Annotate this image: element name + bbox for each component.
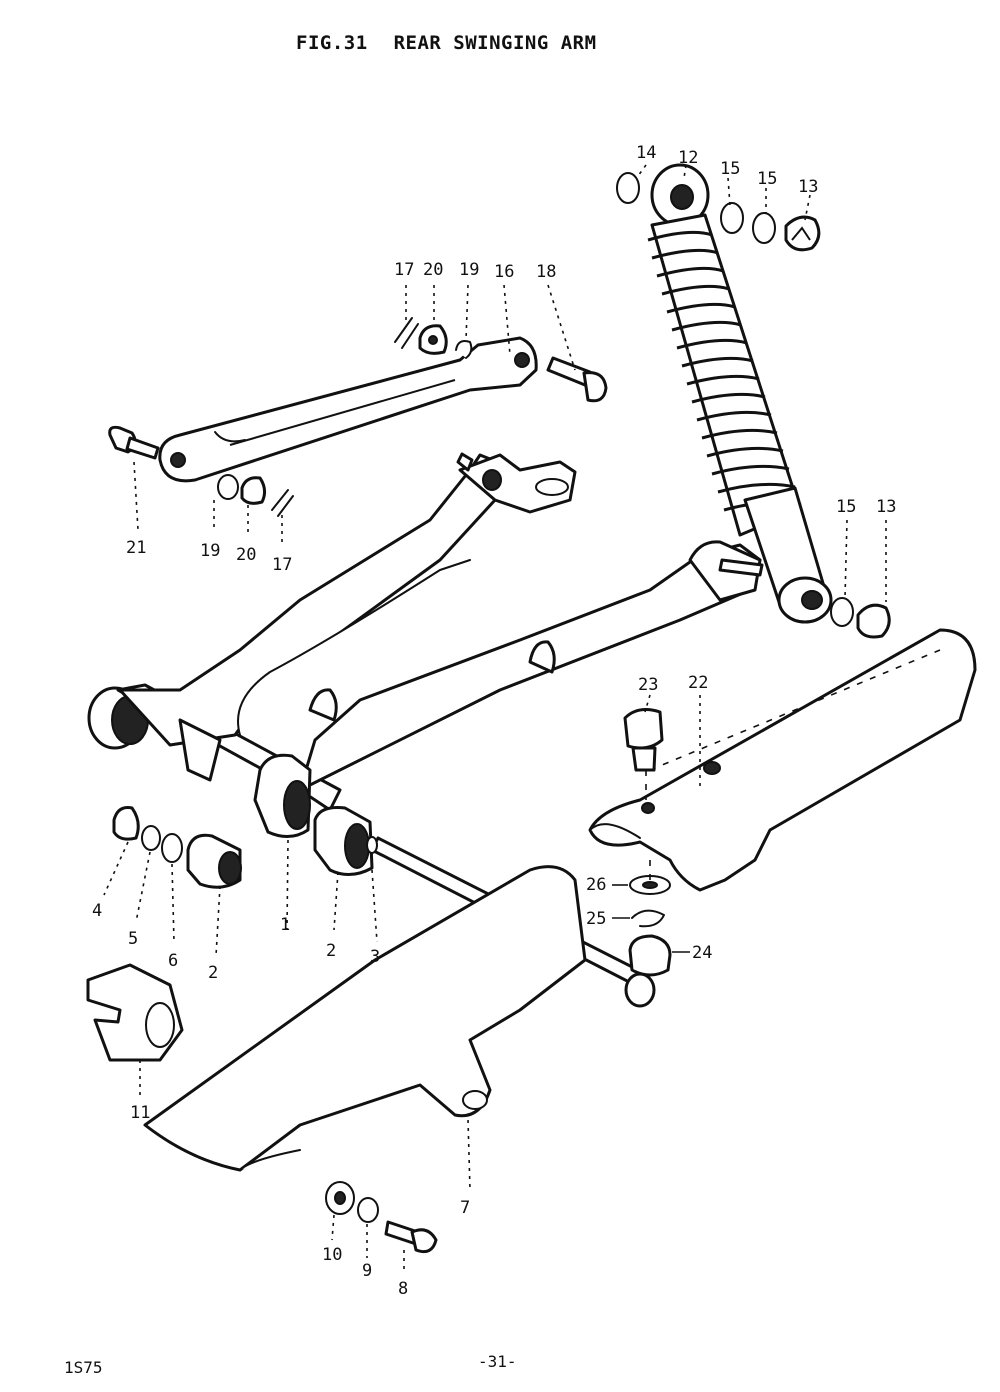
chain-case	[588, 628, 977, 892]
callout-23: 23	[638, 675, 658, 695]
callout-4: 4	[92, 901, 102, 921]
callout-24: 24	[692, 943, 712, 963]
torque-link	[158, 336, 538, 483]
callout-21: 21	[126, 538, 146, 558]
shock-bottom-washers	[830, 597, 891, 639]
callout-11: 11	[130, 1103, 150, 1123]
figure-number: FIG.31	[296, 32, 368, 54]
callout-19: 19	[200, 541, 220, 561]
callout-17: 17	[272, 555, 292, 575]
callout-labels: 14 12 15 15 13 17 20 19 16 18 21 19 20 1…	[92, 143, 896, 1299]
callout-13: 13	[876, 497, 896, 517]
chain-guard-hardware	[325, 1181, 438, 1254]
page-number: -31-	[478, 1352, 517, 1371]
callout-6: 6	[168, 951, 178, 971]
torque-link-hardware-top	[394, 317, 473, 359]
callout-15: 15	[720, 159, 740, 179]
callout-12: 12	[678, 148, 698, 168]
callout-5: 5	[128, 929, 138, 949]
figure-name: REAR SWINGING ARM	[393, 32, 597, 54]
torque-link-hardware-bottom	[217, 474, 294, 517]
callout-2: 2	[326, 941, 336, 961]
callout-17: 17	[394, 260, 414, 280]
bolt-21	[108, 425, 160, 460]
rubber-block	[86, 963, 184, 1062]
chain-guard	[143, 865, 587, 1172]
callout-14: 14	[636, 143, 656, 163]
leader-lines	[103, 164, 887, 1272]
callout-20: 20	[236, 545, 256, 565]
callout-25: 25	[586, 909, 606, 929]
callout-15: 15	[836, 497, 856, 517]
callout-26: 26	[586, 875, 606, 895]
callout-7: 7	[460, 1198, 470, 1218]
left-pivot-hardware	[112, 806, 242, 889]
bolt-18	[546, 356, 608, 403]
shock-top-washers	[616, 172, 821, 252]
callout-15: 15	[757, 169, 777, 189]
figure-title: FIG.31 REAR SWINGING ARM	[296, 32, 611, 54]
callout-16: 16	[494, 262, 514, 282]
callout-22: 22	[688, 673, 708, 693]
catalog-code: 1S75	[64, 1358, 103, 1377]
callout-19: 19	[459, 260, 479, 280]
callout-3: 3	[370, 947, 380, 967]
callout-18: 18	[536, 262, 556, 282]
bolt-23	[623, 708, 664, 800]
callout-10: 10	[322, 1245, 342, 1265]
callout-2: 2	[208, 963, 218, 983]
callout-9: 9	[362, 1261, 372, 1281]
chain-case-hardware	[628, 860, 672, 977]
swinging-arm	[87, 452, 764, 876]
callout-1: 1	[280, 915, 290, 935]
callout-13: 13	[798, 177, 818, 197]
callout-20: 20	[423, 260, 443, 280]
rear-shock-absorber	[647, 163, 833, 624]
callout-8: 8	[398, 1279, 408, 1299]
